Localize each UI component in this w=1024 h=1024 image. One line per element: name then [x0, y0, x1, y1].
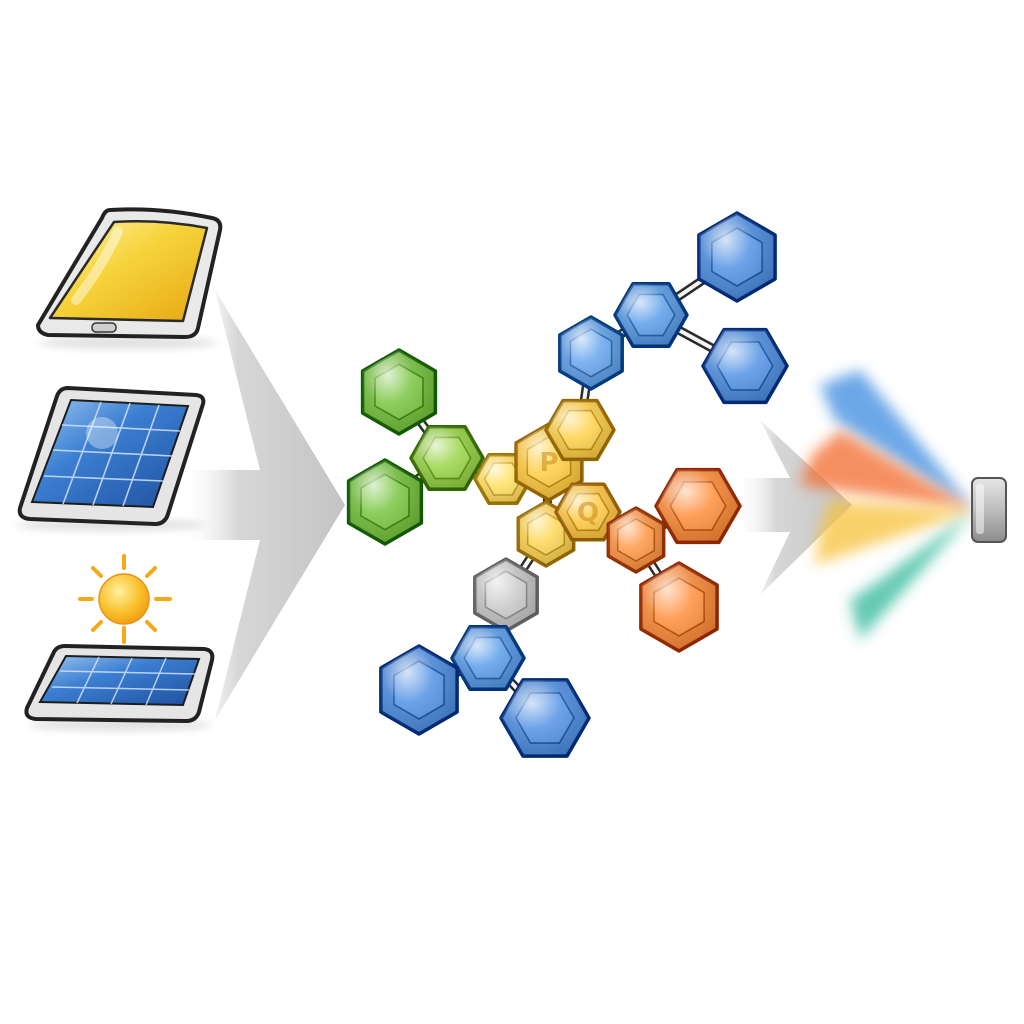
light-emitter-device-icon	[971, 477, 1007, 543]
ring-shine-g3	[348, 460, 422, 544]
ring-shine-y2	[546, 400, 614, 460]
light-beam-4	[850, 510, 975, 640]
ring-label-y4: Q	[577, 498, 599, 528]
ring-o1	[606, 506, 666, 574]
light-beam-1	[820, 370, 975, 510]
ring-shine-y4	[556, 484, 620, 540]
input-merge-arrow	[180, 290, 345, 720]
ring-g1	[360, 348, 438, 436]
sun-icon	[78, 554, 172, 644]
ring-b2	[379, 644, 459, 736]
ring-shine-b7	[703, 329, 787, 403]
ring-gr	[473, 557, 539, 633]
ring-shine-b6	[698, 213, 776, 301]
light-emission	[800, 370, 1007, 640]
ring-y4: Q	[554, 482, 622, 542]
ring-y2	[544, 398, 616, 462]
ring-shine-g1	[362, 350, 436, 434]
ring-shine-b2	[380, 646, 458, 734]
ring-shine-b4	[559, 317, 623, 389]
ring-shine-o3	[640, 563, 718, 651]
ring-shine-gr	[474, 559, 538, 631]
ring-shine-b1	[452, 626, 524, 690]
ring-b6	[697, 211, 777, 303]
ring-shine-o1	[608, 508, 664, 572]
ring-g3	[346, 458, 424, 546]
ring-shine-g2	[411, 426, 483, 490]
ring-label-y1: P	[539, 448, 558, 478]
light-beam-3	[815, 500, 975, 565]
ring-b7	[701, 327, 789, 405]
curved-yellow-solar-panel-icon	[36, 207, 223, 349]
ring-o3	[639, 561, 719, 653]
blue-solar-panel-icon	[15, 386, 206, 531]
ring-g2	[409, 425, 485, 491]
ring-b4	[558, 315, 624, 391]
ring-shine-b3	[501, 679, 589, 757]
molecule-rings: PQ	[346, 211, 789, 758]
ring-shine-b5	[615, 283, 687, 347]
output-arrow	[735, 420, 852, 595]
ring-shine-o2	[656, 469, 740, 543]
light-beams	[800, 370, 975, 640]
sun-over-solar-panel-icon	[24, 554, 215, 731]
molecule-network: PQ	[346, 211, 789, 758]
ring-b3	[499, 678, 591, 758]
ring-b1	[450, 625, 526, 691]
ring-o2	[654, 467, 742, 545]
light-beam-2	[800, 430, 975, 510]
ring-b5	[613, 282, 689, 348]
ring-y3	[516, 500, 576, 568]
